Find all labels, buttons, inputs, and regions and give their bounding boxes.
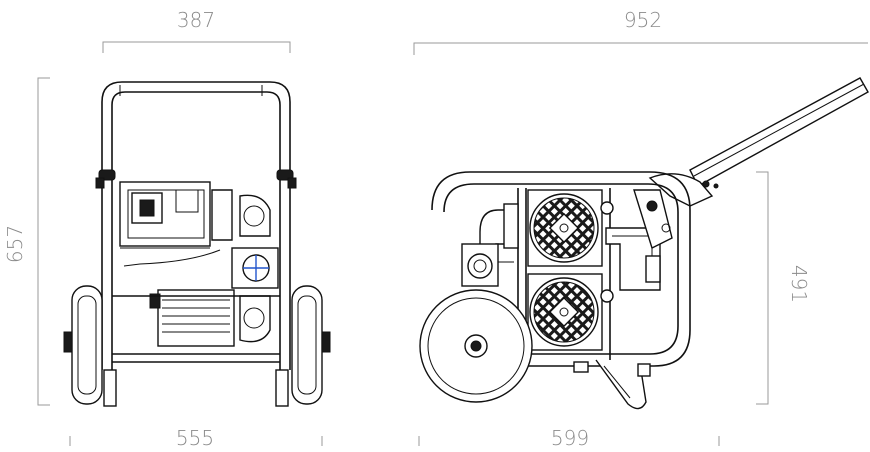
tow-handle [689, 77, 869, 187]
lower-pump-head [239, 295, 271, 343]
dimension-side-bottom: 599 [418, 426, 720, 450]
dim-label-side-bottom: 599 [551, 426, 589, 450]
dim-label-side-height: 491 [787, 265, 811, 303]
front-left-wheel [71, 285, 103, 405]
dim-label-front-height: 657 [3, 225, 27, 263]
front-right-wheel [291, 285, 323, 405]
front-view [63, 81, 331, 407]
front-motor [157, 289, 235, 347]
dimension-front-top: 387 [102, 8, 291, 53]
dimension-side-height: 491 [756, 171, 811, 405]
side-view [419, 77, 869, 410]
front-handle-frame [101, 81, 291, 370]
upper-pump-head [239, 194, 271, 237]
dim-label-front-top: 387 [177, 8, 215, 32]
dimension-side-length: 952 [413, 8, 868, 55]
side-frame [431, 171, 691, 367]
side-control-box [633, 189, 673, 249]
dim-label-front-bottom: 555 [176, 426, 214, 450]
dim-label-side-length: 952 [624, 8, 662, 32]
dimension-front-bottom: 555 [69, 426, 323, 450]
dimension-front-height: 657 [3, 77, 50, 406]
